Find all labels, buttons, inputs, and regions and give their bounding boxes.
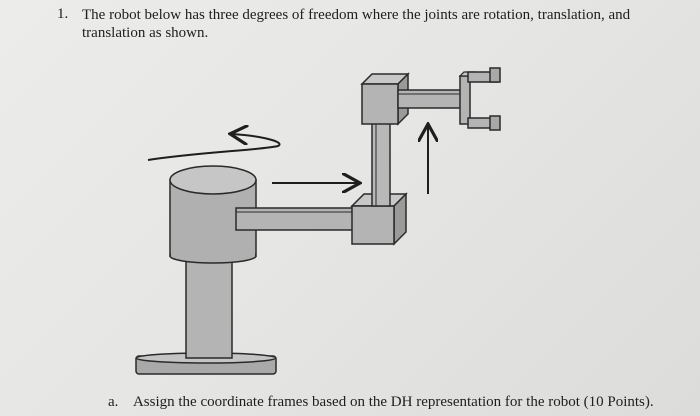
lower-joint-block	[350, 192, 408, 246]
horizontal-arm	[235, 207, 359, 231]
question-text: The robot below has three degrees of fre…	[82, 7, 631, 41]
upper-arm	[397, 89, 463, 109]
part-a-prompt: a. Assign the coordinate frames based on…	[108, 394, 654, 411]
rotation-arrow	[147, 134, 281, 161]
gripper	[458, 67, 501, 131]
base-column	[185, 251, 233, 359]
rotary-joint-cylinder	[169, 165, 257, 264]
part-a-text: Assign the coordinate frames based on th…	[132, 394, 654, 410]
vertical-slider	[371, 121, 391, 207]
part-a-label: a.	[108, 394, 119, 410]
question-number: 1.	[57, 6, 69, 22]
